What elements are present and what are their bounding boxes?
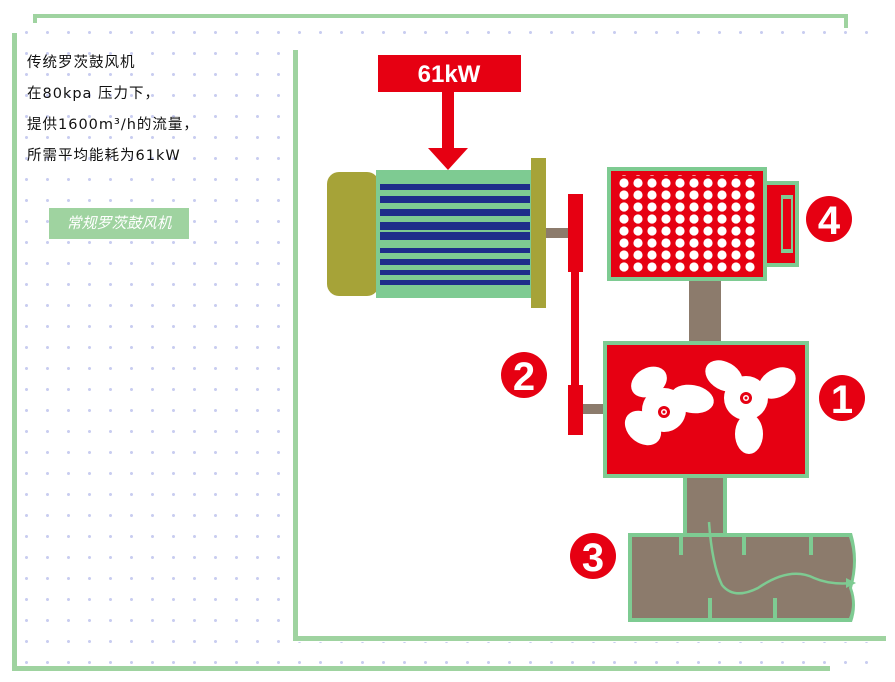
roots-blower: [603, 341, 809, 478]
callout-3-label: 3: [582, 536, 604, 580]
motor-end-cap: [327, 172, 379, 296]
callout-1: 1: [819, 375, 865, 422]
frame-top-line: [33, 14, 848, 18]
belt-drive: [568, 194, 607, 435]
callout-3: 3: [570, 533, 616, 580]
blower-pulley: [568, 385, 583, 435]
callout-2-label: 2: [513, 355, 535, 399]
frame-bottom-line: [12, 666, 830, 671]
callout-4-label: 4: [818, 199, 841, 243]
description-line-2: 在80kpa 压力下，: [27, 86, 161, 102]
motor-windings: [380, 184, 530, 285]
airflow-arrow-head: [846, 578, 856, 588]
callout-4: 4: [806, 196, 852, 243]
frame-top-right-tick: [844, 14, 848, 28]
outlet-pipe: [687, 478, 723, 542]
frame-left-line: [12, 33, 17, 670]
description-line-4: 所需平均能耗为61kW: [27, 148, 181, 164]
drive-belt: [571, 272, 579, 386]
callout-1-label: 1: [831, 378, 853, 422]
right-lobe-rotor: [705, 360, 796, 454]
power-arrow-head: [428, 148, 468, 170]
power-input-indicator: 61kW: [378, 55, 521, 170]
panel-border-left: [293, 50, 298, 640]
blower-shaft: [583, 404, 607, 414]
left-lobe-rotor: [624, 366, 714, 446]
motor-shaft: [546, 228, 570, 238]
silencer-nozzle-core: [783, 199, 791, 249]
basin-body: [632, 537, 853, 618]
motor-flange: [531, 158, 546, 308]
basin-ribs: [679, 537, 813, 618]
inlet-pipe: [689, 281, 721, 343]
callout-2: 2: [501, 352, 547, 399]
panel-border-bottom: [293, 636, 886, 641]
frame-top-left-tick: [33, 14, 37, 23]
airflow-path: [707, 521, 853, 595]
outlet-and-basin: [628, 478, 856, 622]
description-line-1: 传统罗茨鼓风机: [27, 55, 136, 71]
description-line-3: 提供1600m³/h的流量，: [27, 117, 199, 133]
description-block: 传统罗茨鼓风机 在80kpa 压力下， 提供1600m³/h的流量， 所需平均能…: [27, 48, 287, 172]
power-label: 61kW: [418, 61, 481, 88]
power-label-box: [378, 55, 521, 92]
blower-type-tag: 常规罗茨鼓风机: [49, 208, 189, 239]
power-arrow-shaft: [442, 92, 454, 148]
motor: [327, 158, 570, 308]
motor-pulley: [568, 194, 583, 272]
silencer-perforation: [616, 175, 758, 272]
inlet-silencer: [607, 167, 799, 281]
